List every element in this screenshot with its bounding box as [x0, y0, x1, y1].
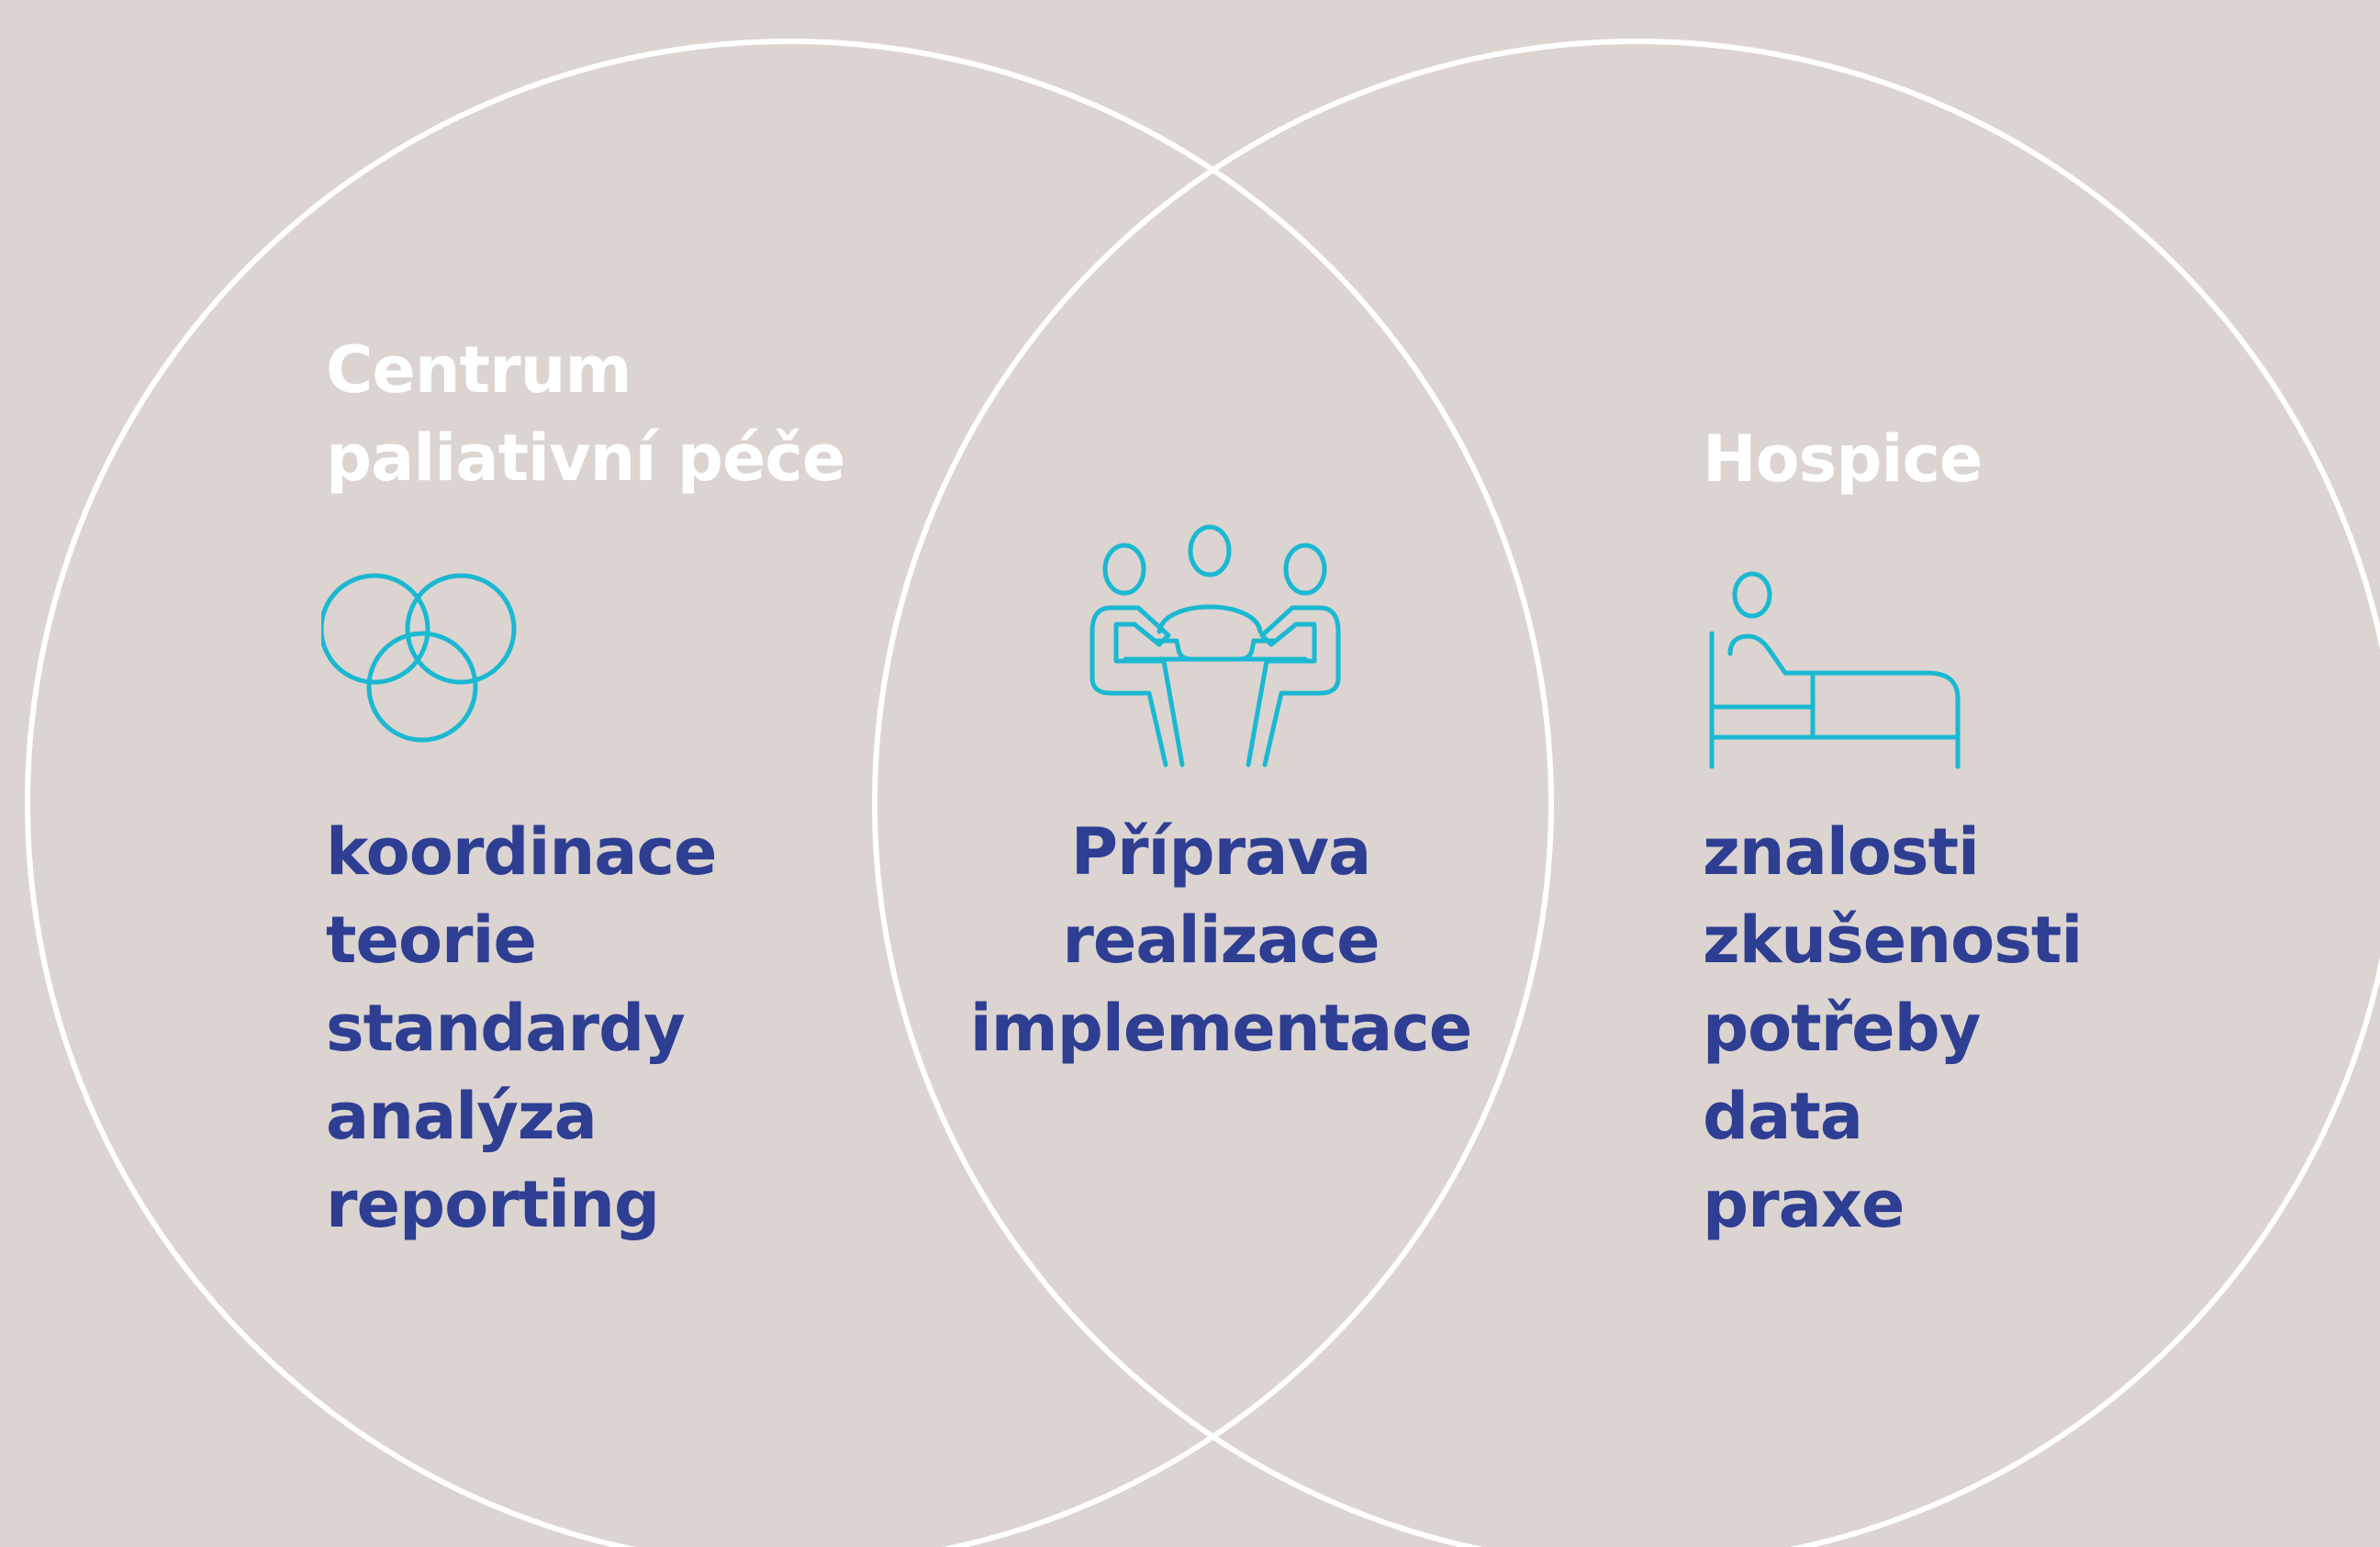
person-right-head	[1283, 543, 1327, 596]
person-left-body	[1108, 605, 1185, 768]
left-circle	[25, 39, 1554, 1547]
center-term: implementace	[969, 991, 1472, 1066]
meeting-table-icon	[1089, 524, 1341, 768]
icon-circle-left	[321, 573, 430, 685]
right-title-text: Hospice	[1703, 421, 1983, 497]
icon-circle-bottom	[366, 631, 478, 743]
person-right-seat	[1262, 605, 1341, 768]
three-circles-icon	[321, 573, 517, 743]
person-center-head	[1188, 524, 1232, 577]
person-left-head	[1102, 543, 1146, 596]
right-circle	[872, 39, 2380, 1547]
right-term: potřeby	[1703, 991, 1981, 1066]
left-terms: koordinace teorie standardy analýza repo…	[326, 808, 718, 1249]
patient-head	[1732, 571, 1772, 619]
left-term: koordinace	[326, 814, 718, 890]
right-term: data	[1703, 1079, 1863, 1154]
left-term: standardy	[326, 991, 686, 1066]
center-term: realizace	[1062, 902, 1380, 978]
left-title-line2: paliativní péče	[326, 420, 845, 496]
patient-bed-icon	[1709, 571, 1961, 769]
patient-body	[1727, 633, 1961, 769]
right-term: znalosti	[1703, 814, 1980, 890]
person-left-seat	[1089, 605, 1168, 768]
center-terms: Příprava realizace implementace	[918, 808, 1524, 1072]
bed-pillow	[1709, 670, 1816, 710]
hand-right	[1236, 638, 1277, 662]
left-term: reporting	[326, 1167, 660, 1242]
left-title: Centrum paliativní péče	[326, 326, 845, 502]
person-center-body	[1156, 604, 1263, 634]
hand-left	[1154, 638, 1194, 662]
left-term: analýza	[326, 1079, 598, 1154]
left-term: teorie	[326, 902, 537, 978]
right-term: praxe	[1703, 1167, 1905, 1242]
left-title-line1: Centrum	[326, 332, 631, 408]
center-term: Příprava	[1070, 814, 1372, 890]
icon-circle-right	[405, 573, 517, 685]
right-term: zkušenosti	[1703, 902, 2083, 978]
right-title: Hospice	[1703, 415, 1983, 503]
right-terms: znalosti zkušenosti potřeby data praxe	[1703, 808, 2083, 1249]
